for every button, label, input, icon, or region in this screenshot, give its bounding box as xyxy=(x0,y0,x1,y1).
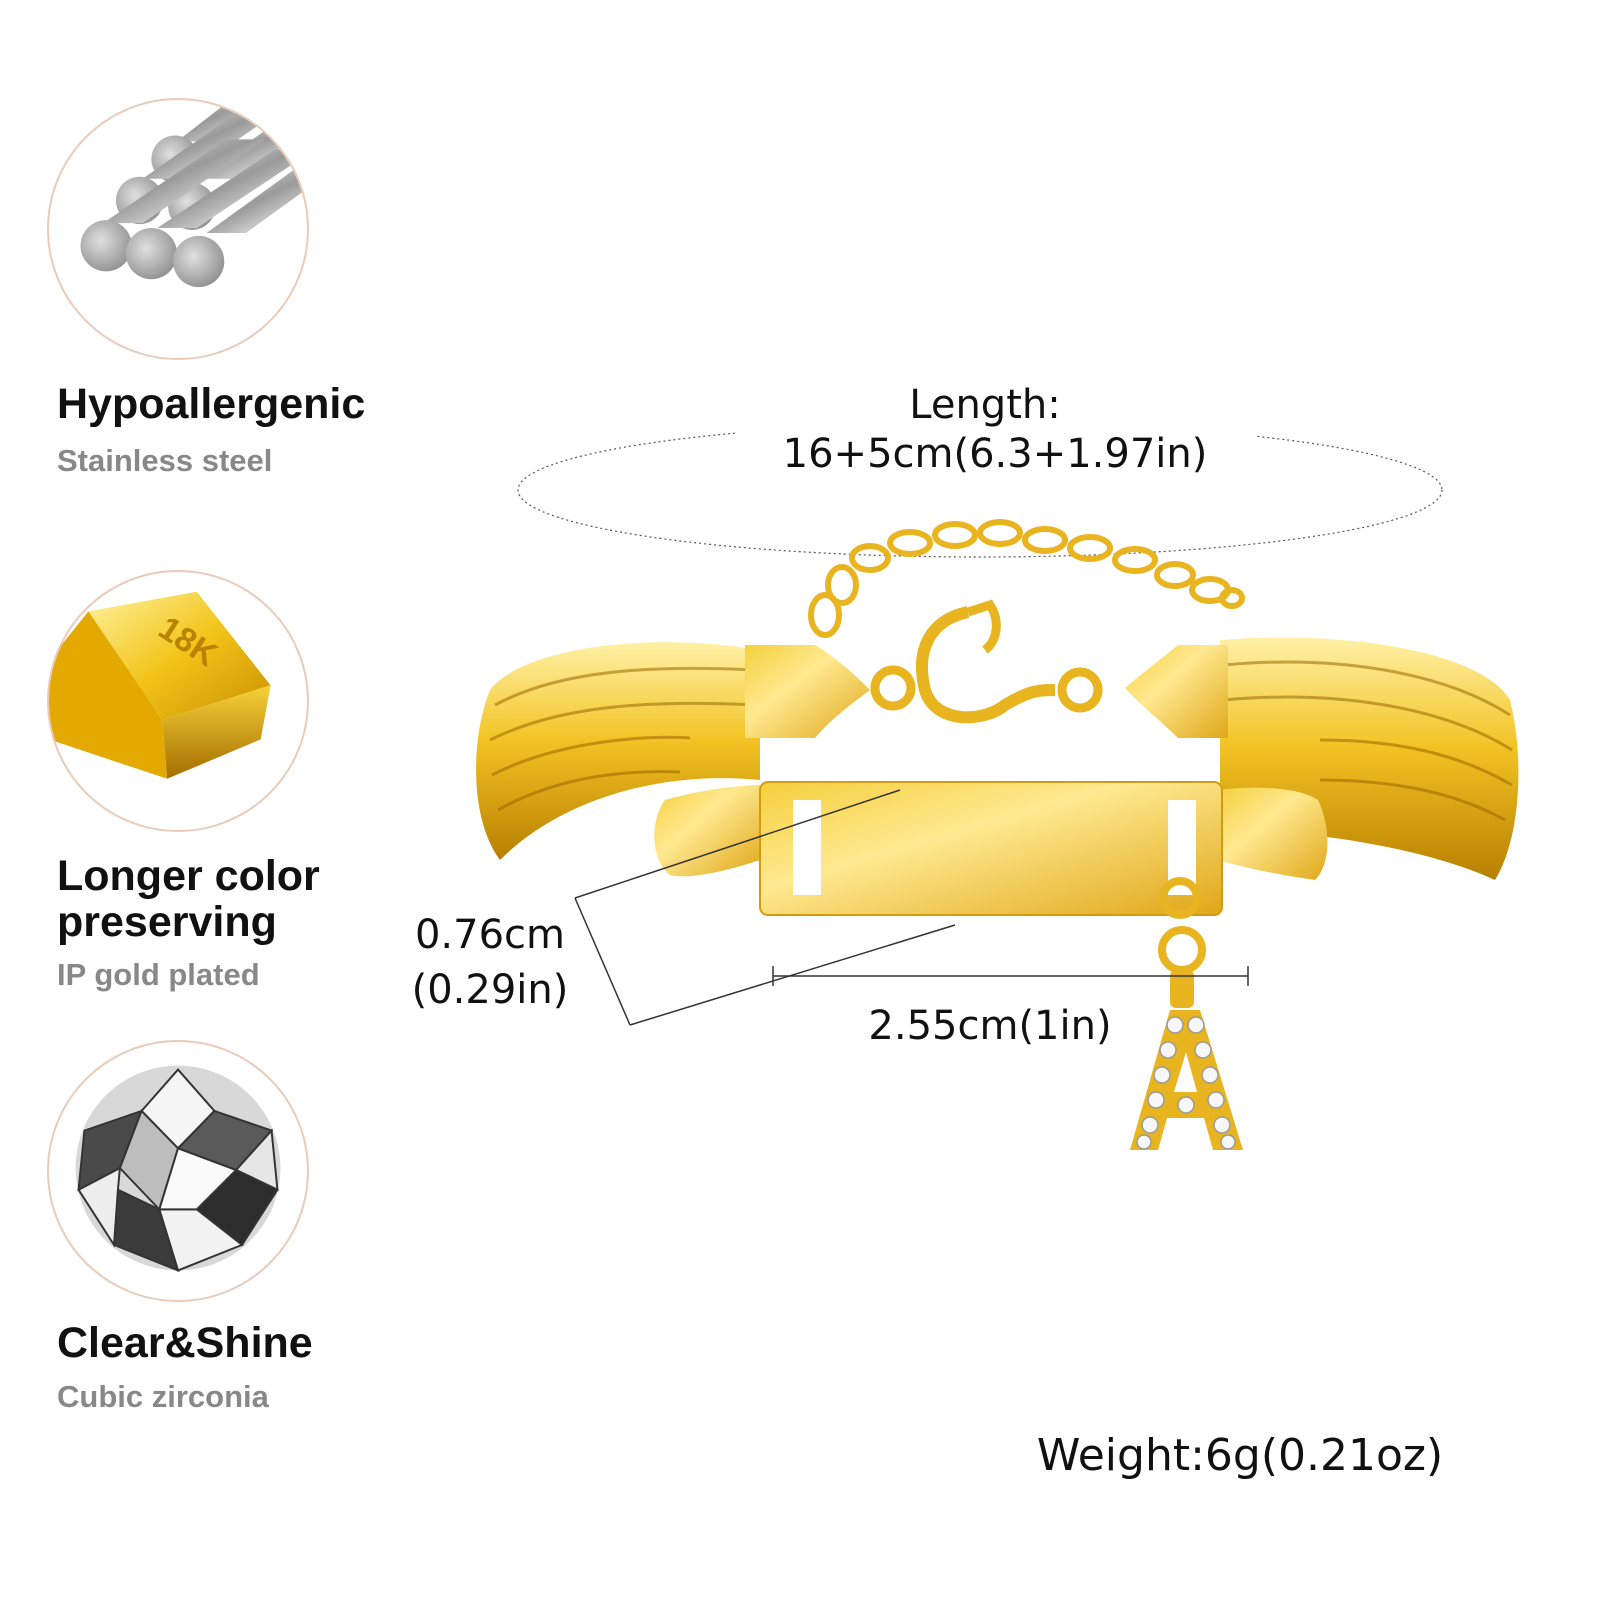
length-label: Length: xyxy=(909,382,1061,428)
letter-pendant xyxy=(1130,877,1243,1150)
right-end-cap xyxy=(1125,645,1228,738)
feature-title-hypoallergenic: Hypoallergenic xyxy=(57,380,366,428)
diamond-icon xyxy=(47,1040,309,1302)
feature-subtitle-cubic-zirconia: Cubic zirconia xyxy=(57,1379,269,1414)
length-value: 16+5cm(6.3+1.97in) xyxy=(782,431,1208,477)
feature-subtitle-ip-gold: IP gold plated xyxy=(57,957,260,992)
left-end-cap xyxy=(745,645,870,738)
gold-bar-icon: 18K xyxy=(47,570,309,832)
feature-title-text: Longer color preserving xyxy=(57,852,320,946)
width-label: 2.55cm(1in) xyxy=(868,1003,1112,1049)
weight-label: Weight:6g(0.21oz) xyxy=(1036,1430,1444,1481)
extender-chain xyxy=(808,519,1245,638)
height-in-label: (0.29in) xyxy=(411,967,569,1013)
id-plate xyxy=(654,781,1328,916)
height-cm-label: 0.76cm xyxy=(414,912,566,958)
dimension-lines xyxy=(574,789,1249,1026)
feature-subtitle-stainless-steel: Stainless steel xyxy=(57,443,273,478)
feature-title-color-preserving: Longer color preserving xyxy=(57,853,377,945)
lobster-clasp xyxy=(870,599,1103,724)
feature-title-clear-shine: Clear&Shine xyxy=(57,1319,313,1367)
